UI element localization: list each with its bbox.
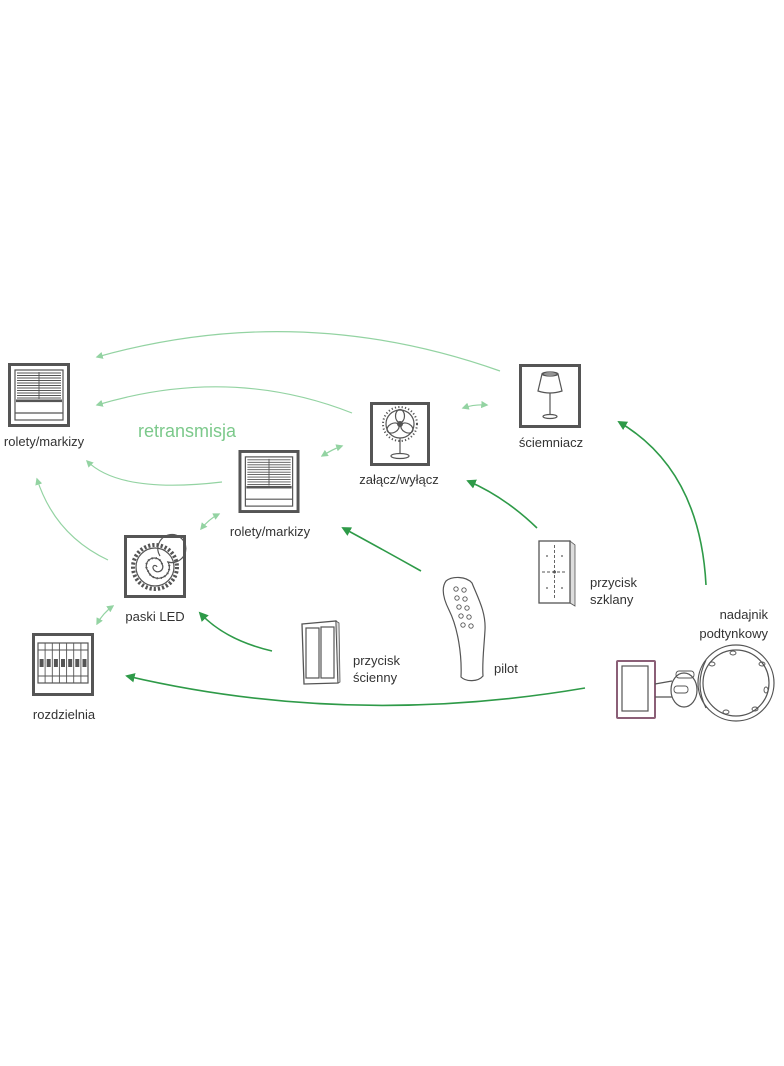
- node-label-line-2: podtynkowy: [699, 626, 768, 641]
- arrow-glass-button-to-onoff: [466, 479, 538, 529]
- node-label-line-1: przycisk: [353, 653, 400, 668]
- arrow-wall-button-to-led: [198, 611, 273, 652]
- arrow-blinds-center-to-blinds-left: [85, 459, 223, 486]
- arrow-dimmer-to-blinds-left: [95, 331, 501, 372]
- fan-icon: [370, 402, 430, 466]
- double-arrow-led-distribution: [96, 605, 115, 626]
- node-label: pilot: [494, 661, 518, 676]
- node-label: rozdzielnia: [33, 707, 96, 722]
- led-strip-icon: [124, 533, 187, 598]
- node-glass-button: przycisk szklany: [538, 540, 637, 607]
- transmission-links: [125, 421, 707, 707]
- wall-switch-icon: [301, 620, 341, 685]
- node-label: rolety/markizy: [230, 524, 311, 539]
- node-label-line-2: ścienny: [353, 670, 398, 685]
- double-arrow-onoff-dimmer: [461, 400, 489, 410]
- node-label-line-1: nadajnik: [720, 607, 769, 622]
- node-label: rolety/markizy: [4, 434, 85, 449]
- node-label: paski LED: [125, 609, 184, 624]
- node-flush-transmitter: nadajnik podtynkowy: [616, 607, 775, 722]
- node-wall-button: przycisk ścienny: [301, 620, 400, 685]
- node-label-line-1: przycisk: [590, 575, 637, 590]
- flush-mounted-transmitter-icon: [616, 644, 775, 722]
- node-on-off: załącz/wyłącz: [359, 402, 439, 487]
- circuit-breaker-panel-icon: [32, 633, 94, 696]
- arrow-led-to-blinds-left: [35, 477, 109, 561]
- blinds-icon: [238, 450, 300, 513]
- double-arrow-blinds-center-led: [200, 513, 221, 531]
- node-blinds-center: rolety/markizy: [230, 450, 311, 539]
- retransmission-label: retransmisja: [138, 421, 237, 441]
- node-dimmer: ściemniacz: [519, 364, 583, 450]
- node-blinds-left: rolety/markizy: [4, 363, 85, 449]
- node-remote: pilot: [442, 576, 518, 682]
- blinds-icon: [8, 363, 70, 427]
- node-label-line-2: szklany: [590, 592, 634, 607]
- remote-control-icon: [442, 576, 486, 682]
- table-lamp-icon: [519, 364, 581, 428]
- glass-switch-icon: [538, 540, 576, 607]
- arrow-remote-to-blinds-center: [341, 527, 422, 572]
- double-arrow-blinds-center-onoff: [320, 444, 344, 457]
- node-led-strips: paski LED: [124, 533, 187, 624]
- node-label: ściemniacz: [519, 435, 583, 450]
- node-label: załącz/wyłącz: [359, 472, 438, 487]
- node-distribution-board: rozdzielnia: [32, 633, 96, 722]
- arrow-transmitter-to-dimmer: [617, 421, 707, 586]
- retransmission-links: [35, 331, 501, 626]
- arrow-onoff-to-blinds-left: [95, 386, 353, 414]
- arrow-transmitter-to-distribution: [125, 673, 586, 707]
